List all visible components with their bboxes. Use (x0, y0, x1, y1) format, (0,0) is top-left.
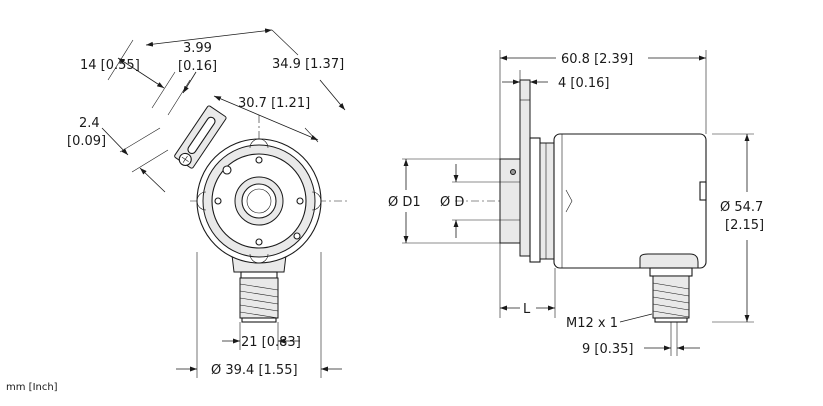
side-flange-ring (539, 142, 555, 260)
coupling-screw-icon (222, 165, 232, 175)
front-view (174, 105, 350, 323)
dim-M12: M12 x 1 (566, 316, 618, 331)
dim-L: L (523, 302, 531, 317)
side-hollow-shaft (499, 158, 521, 244)
screw-hole-icon (214, 197, 222, 205)
dim-4: 4 [0.16] (558, 76, 610, 91)
side-connector-base (639, 253, 699, 269)
dim-3-99: 3.99 (183, 41, 212, 56)
dim-54-7: Ø 54.7 (720, 200, 763, 215)
dim-9: 9 [0.35] (582, 342, 634, 357)
dim-34-9: 34.9 [1.37] (272, 57, 344, 72)
units-note: mm [Inch] (6, 382, 58, 393)
dim-2-4: 2.4 (79, 116, 100, 131)
dim-54-7-inch: [2.15] (725, 218, 764, 233)
dim-2-4-inch: [0.09] (67, 134, 106, 149)
dim-3-99-inch: [0.16] (178, 59, 217, 74)
screw-hole-icon (296, 197, 304, 205)
side-view (455, 79, 707, 323)
dim-D: Ø D (440, 195, 464, 210)
screw-hole-icon (255, 156, 263, 164)
side-coupling-plate (519, 79, 531, 257)
side-dimensions: 60.8 [2.39] 4 [0.16] Ø D1 Ø D Ø 54.7 [2.… (388, 50, 764, 357)
dim-D1: Ø D1 (388, 195, 421, 210)
front-connector (231, 254, 287, 323)
dim-14: 14 [0.55] (80, 58, 140, 73)
side-flange (529, 137, 541, 263)
front-dimensions: 14 [0.55] 3.99 [0.16] 34.9 [1.37] 2.4 [0… (67, 28, 346, 378)
dim-39-4: Ø 39.4 [1.55] (211, 363, 298, 378)
side-housing (553, 133, 707, 269)
dim-30-7: 30.7 [1.21] (238, 96, 310, 111)
screw-hole-icon (293, 232, 301, 240)
dim-21: 21 [0.83] (241, 335, 301, 350)
screw-hole-icon (255, 238, 263, 246)
dim-60-8: 60.8 [2.39] (561, 52, 633, 67)
